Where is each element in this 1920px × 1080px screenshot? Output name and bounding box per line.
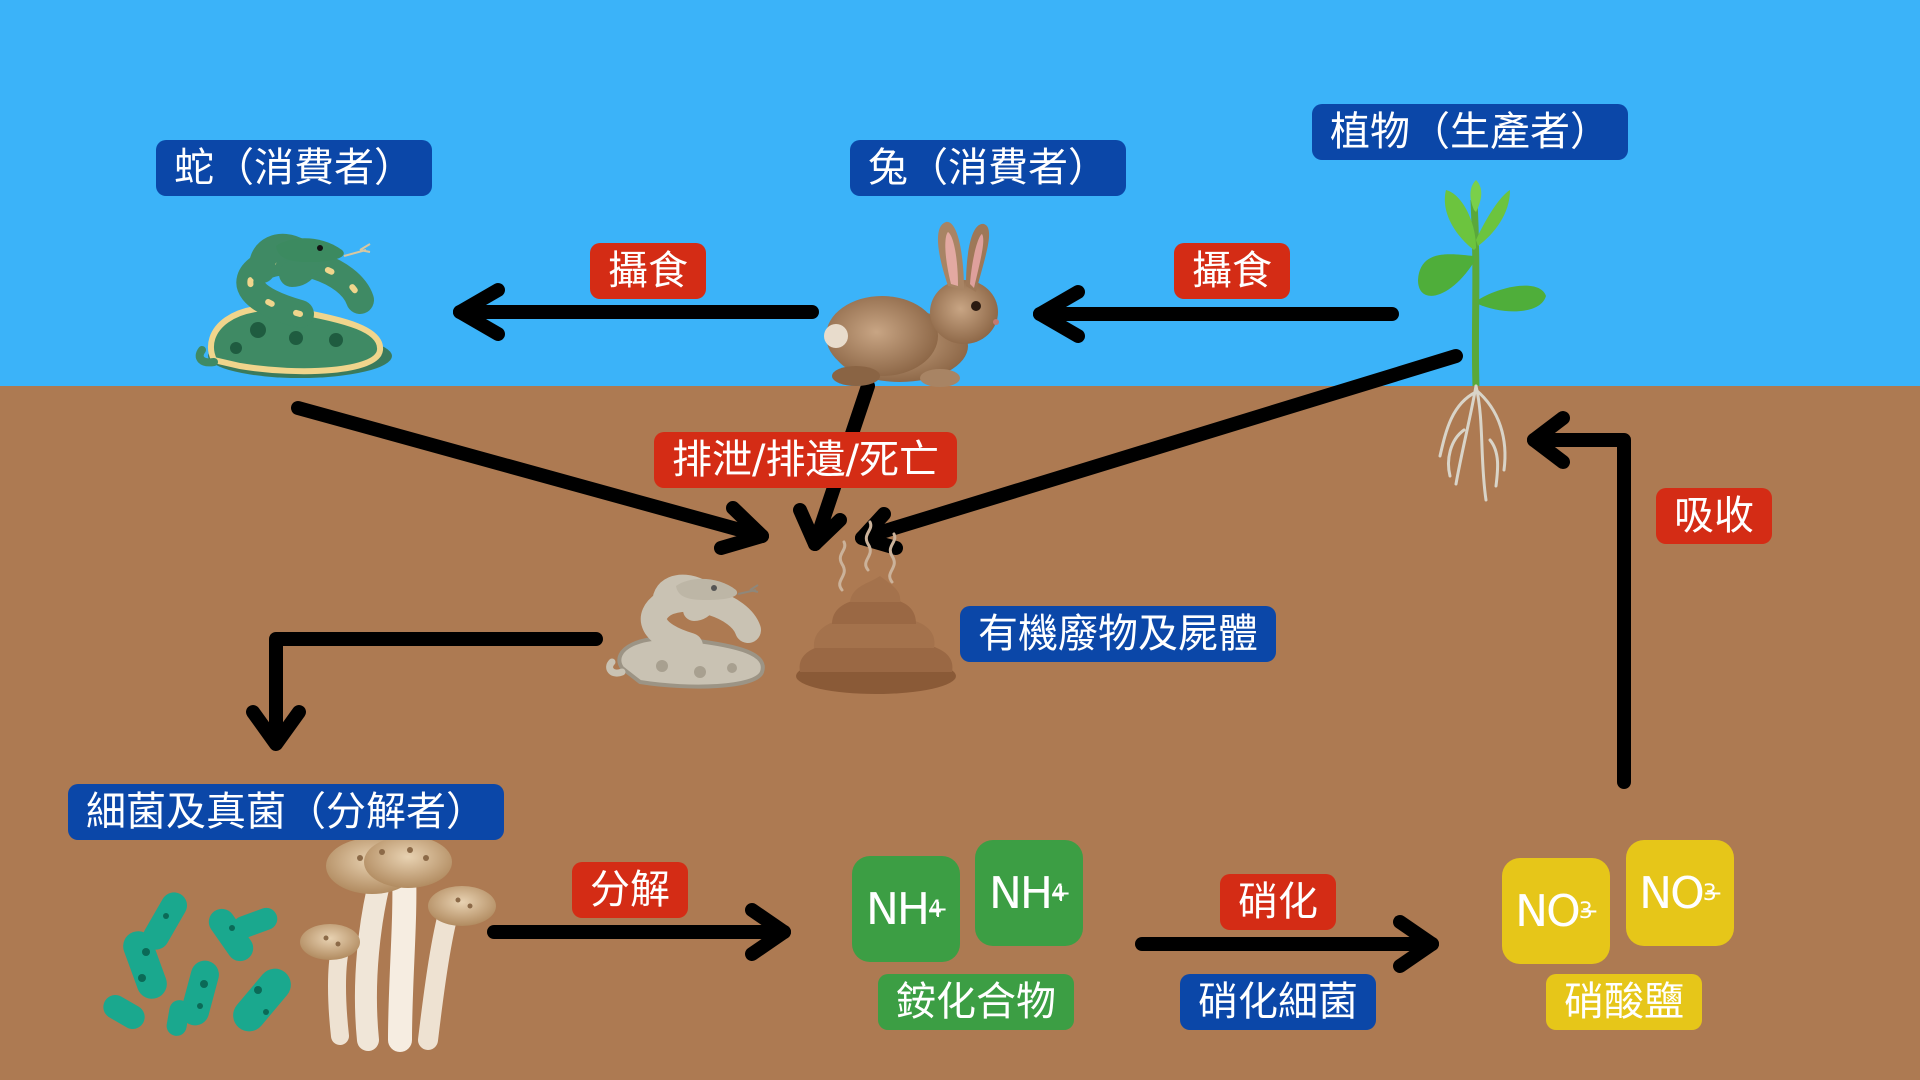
nitrate-formula: NO <box>1515 885 1581 937</box>
ammonium-charge-2: + <box>1050 879 1071 907</box>
arrow-plant-to-rabbit <box>1033 285 1399 343</box>
bacteria-illustration <box>103 892 291 1036</box>
nitrate-subscript-2: 3 <box>1702 880 1717 906</box>
nitrate-charge-2: − <box>1702 879 1723 907</box>
absorption-label: 吸收 <box>1656 488 1772 544</box>
decomposers-label: 細菌及真菌（分解者） <box>68 784 504 840</box>
arrow-waste-to-decomposers <box>246 632 603 751</box>
mushroom-illustration <box>300 836 496 1052</box>
excretion-death-label: 排泄/排遺/死亡 <box>654 432 957 488</box>
plant-label: 植物（生產者） <box>1312 104 1628 160</box>
snake-label: 蛇（消費者） <box>156 140 432 196</box>
snake-illustration <box>195 233 392 378</box>
plant-illustration <box>1418 180 1546 502</box>
arrow-decomposers-to-ammonium <box>487 903 791 961</box>
nitrification-label: 硝化 <box>1220 874 1336 930</box>
dead-snake-illustration <box>606 574 765 689</box>
ammonium-subscript-2: 4 <box>1050 880 1065 906</box>
nitrate-label: 硝酸鹽 <box>1546 974 1702 1030</box>
nitrate-charge: − <box>1578 897 1599 925</box>
ammonium-subscript: 4 <box>927 896 942 922</box>
ammonium-compounds-label: 銨化合物 <box>878 974 1074 1030</box>
nitrifying-bacteria-label: 硝化細菌 <box>1180 974 1376 1030</box>
arrow-ammonium-to-nitrate <box>1135 915 1439 973</box>
arrow-snake-to-waste <box>291 401 769 555</box>
arrow-plant-to-waste <box>855 349 1463 555</box>
arrow-nitrate-to-plant <box>1527 411 1631 789</box>
decomposition-label: 分解 <box>572 862 688 918</box>
ammonium-formula-2: NH <box>988 867 1053 919</box>
waste-pile-illustration <box>796 520 956 694</box>
rabbit-label: 兔（消費者） <box>850 140 1126 196</box>
eating-label-rabbit: 攝食 <box>1174 243 1290 299</box>
ammonium-charge: + <box>927 895 948 923</box>
nitrate-subscript: 3 <box>1578 898 1593 924</box>
ammonium-formula: NH <box>865 883 930 935</box>
arrow-rabbit-to-snake <box>453 283 819 341</box>
nitrate-formula-2: NO <box>1639 867 1705 919</box>
rabbit-illustration <box>824 221 999 387</box>
organic-waste-label: 有機廢物及屍體 <box>960 606 1276 662</box>
eating-label-snake: 攝食 <box>590 243 706 299</box>
